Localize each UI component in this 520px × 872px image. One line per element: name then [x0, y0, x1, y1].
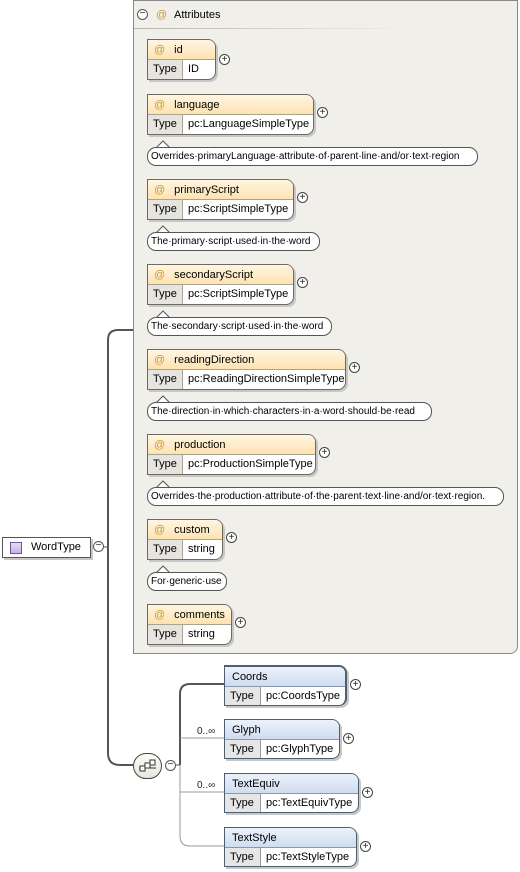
attribute-type: pc:ReadingDirectionSimpleType: [188, 373, 345, 385]
expand-button[interactable]: +: [317, 107, 328, 118]
attribute-type: pc:ScriptSimpleType: [188, 288, 289, 300]
attribute-id[interactable]: @ id Type ID: [147, 39, 216, 80]
attribute-secondary-script[interactable]: @ secondaryScript Type pc:ScriptSimpleType: [147, 264, 294, 305]
element-glyph[interactable]: Glyph Type pc:GlyphType: [224, 719, 340, 759]
sequence-compositor[interactable]: [133, 753, 162, 779]
attribute-primary-script[interactable]: @ primaryScript Type pc:ScriptSimpleType: [147, 179, 294, 220]
annotation-tab: [156, 395, 170, 403]
type-label: Type: [148, 455, 183, 474]
type-label: Type: [225, 740, 261, 758]
element-type: pc:TextStyleType: [266, 851, 350, 863]
attributes-collapse-button[interactable]: −: [137, 9, 148, 20]
root-collapse-button[interactable]: −: [93, 541, 104, 552]
sequence-icon: [139, 759, 156, 772]
attribute-name: readingDirection: [174, 354, 255, 366]
attribute-at-icon: @: [154, 99, 166, 111]
attributes-header-divider: [134, 28, 414, 29]
attribute-annotation: The·primary·script·used·in·the·word: [147, 232, 320, 251]
root-element-box[interactable]: WordType: [2, 537, 91, 558]
attributes-group-title: Attributes: [174, 9, 221, 21]
element-coords[interactable]: Coords Type pc:CoordsType: [224, 665, 347, 706]
root-element-name: WordType: [31, 541, 81, 553]
expand-button[interactable]: +: [350, 679, 361, 690]
attribute-name: production: [174, 439, 226, 451]
attribute-name: primaryScript: [174, 184, 239, 196]
annotation-tab: [156, 565, 170, 573]
attribute-comments[interactable]: @ comments Type string: [147, 604, 232, 645]
type-label: Type: [148, 60, 183, 79]
attribute-at-icon: @: [154, 184, 166, 196]
expand-button[interactable]: +: [362, 787, 373, 798]
element-name: Coords: [225, 667, 345, 687]
attribute-type: pc:LanguageSimpleType: [188, 118, 310, 130]
attribute-at-icon: @: [154, 269, 166, 281]
type-label: Type: [148, 540, 183, 559]
attribute-type: string: [188, 543, 215, 555]
type-label: Type: [225, 687, 261, 705]
attribute-name: custom: [174, 524, 210, 536]
attribute-annotation: Overrides·the·production·attribute·of·th…: [147, 487, 504, 506]
attribute-annotation: The·secondary·script·used·in·the·word: [147, 317, 332, 336]
expand-button[interactable]: +: [349, 362, 360, 373]
sequence-collapse-button[interactable]: −: [165, 760, 176, 771]
attribute-at-icon: @: [154, 609, 166, 621]
expand-button[interactable]: +: [343, 733, 354, 744]
attribute-at-icon: @: [156, 9, 168, 21]
attribute-name: secondaryScript: [174, 269, 254, 281]
attribute-at-icon: @: [154, 354, 166, 366]
attribute-production[interactable]: @ production Type pc:ProductionSimpleType: [147, 434, 316, 475]
attribute-name: language: [174, 99, 220, 111]
expand-button[interactable]: +: [219, 54, 230, 65]
attribute-name: comments: [174, 609, 225, 621]
attribute-name: id: [174, 44, 183, 56]
type-label: Type: [148, 370, 183, 389]
annotation-tab: [156, 310, 170, 318]
complex-type-icon: [10, 542, 22, 554]
element-name: TextStyle: [225, 828, 356, 848]
attribute-type: ID: [188, 63, 199, 75]
attribute-annotation: The·direction·in·which·characters·in·a·w…: [147, 402, 432, 421]
type-label: Type: [148, 285, 183, 304]
element-name: TextEquiv: [225, 774, 358, 794]
attribute-type: pc:ScriptSimpleType: [188, 203, 289, 215]
element-text-equiv[interactable]: TextEquiv Type pc:TextEquivType: [224, 773, 359, 813]
type-label: Type: [148, 115, 183, 134]
attribute-custom[interactable]: @ custom Type string: [147, 519, 223, 560]
expand-button[interactable]: +: [319, 447, 330, 458]
occurrence-label: 0..∞: [197, 780, 216, 791]
element-type: pc:CoordsType: [266, 690, 340, 702]
annotation-tab: [156, 480, 170, 488]
attribute-annotation: Overrides·primaryLanguage·attribute·of·p…: [147, 147, 478, 166]
expand-button[interactable]: +: [297, 192, 308, 203]
element-type: pc:TextEquivType: [266, 797, 353, 809]
attribute-type: pc:ProductionSimpleType: [188, 458, 313, 470]
attribute-annotation: For·generic·use: [147, 572, 227, 591]
expand-button[interactable]: +: [360, 841, 371, 852]
expand-button[interactable]: +: [235, 617, 246, 628]
element-name: Glyph: [225, 720, 339, 740]
attribute-type: string: [188, 628, 215, 640]
occurrence-label: 0..∞: [197, 726, 216, 737]
expand-button[interactable]: +: [297, 277, 308, 288]
type-label: Type: [148, 200, 183, 219]
annotation-tab: [156, 140, 170, 148]
type-label: Type: [225, 794, 261, 812]
type-label: Type: [148, 625, 183, 644]
attribute-at-icon: @: [154, 439, 166, 451]
attribute-at-icon: @: [154, 524, 166, 536]
element-type: pc:GlyphType: [266, 743, 334, 755]
attribute-language[interactable]: @ language Type pc:LanguageSimpleType: [147, 94, 314, 135]
attribute-at-icon: @: [154, 44, 166, 56]
annotation-tab: [156, 225, 170, 233]
type-label: Type: [225, 848, 261, 866]
attribute-reading-direction[interactable]: @ readingDirection Type pc:ReadingDirectio…: [147, 349, 346, 390]
element-text-style[interactable]: TextStyle Type pc:TextStyleType: [224, 827, 357, 867]
expand-button[interactable]: +: [226, 532, 237, 543]
